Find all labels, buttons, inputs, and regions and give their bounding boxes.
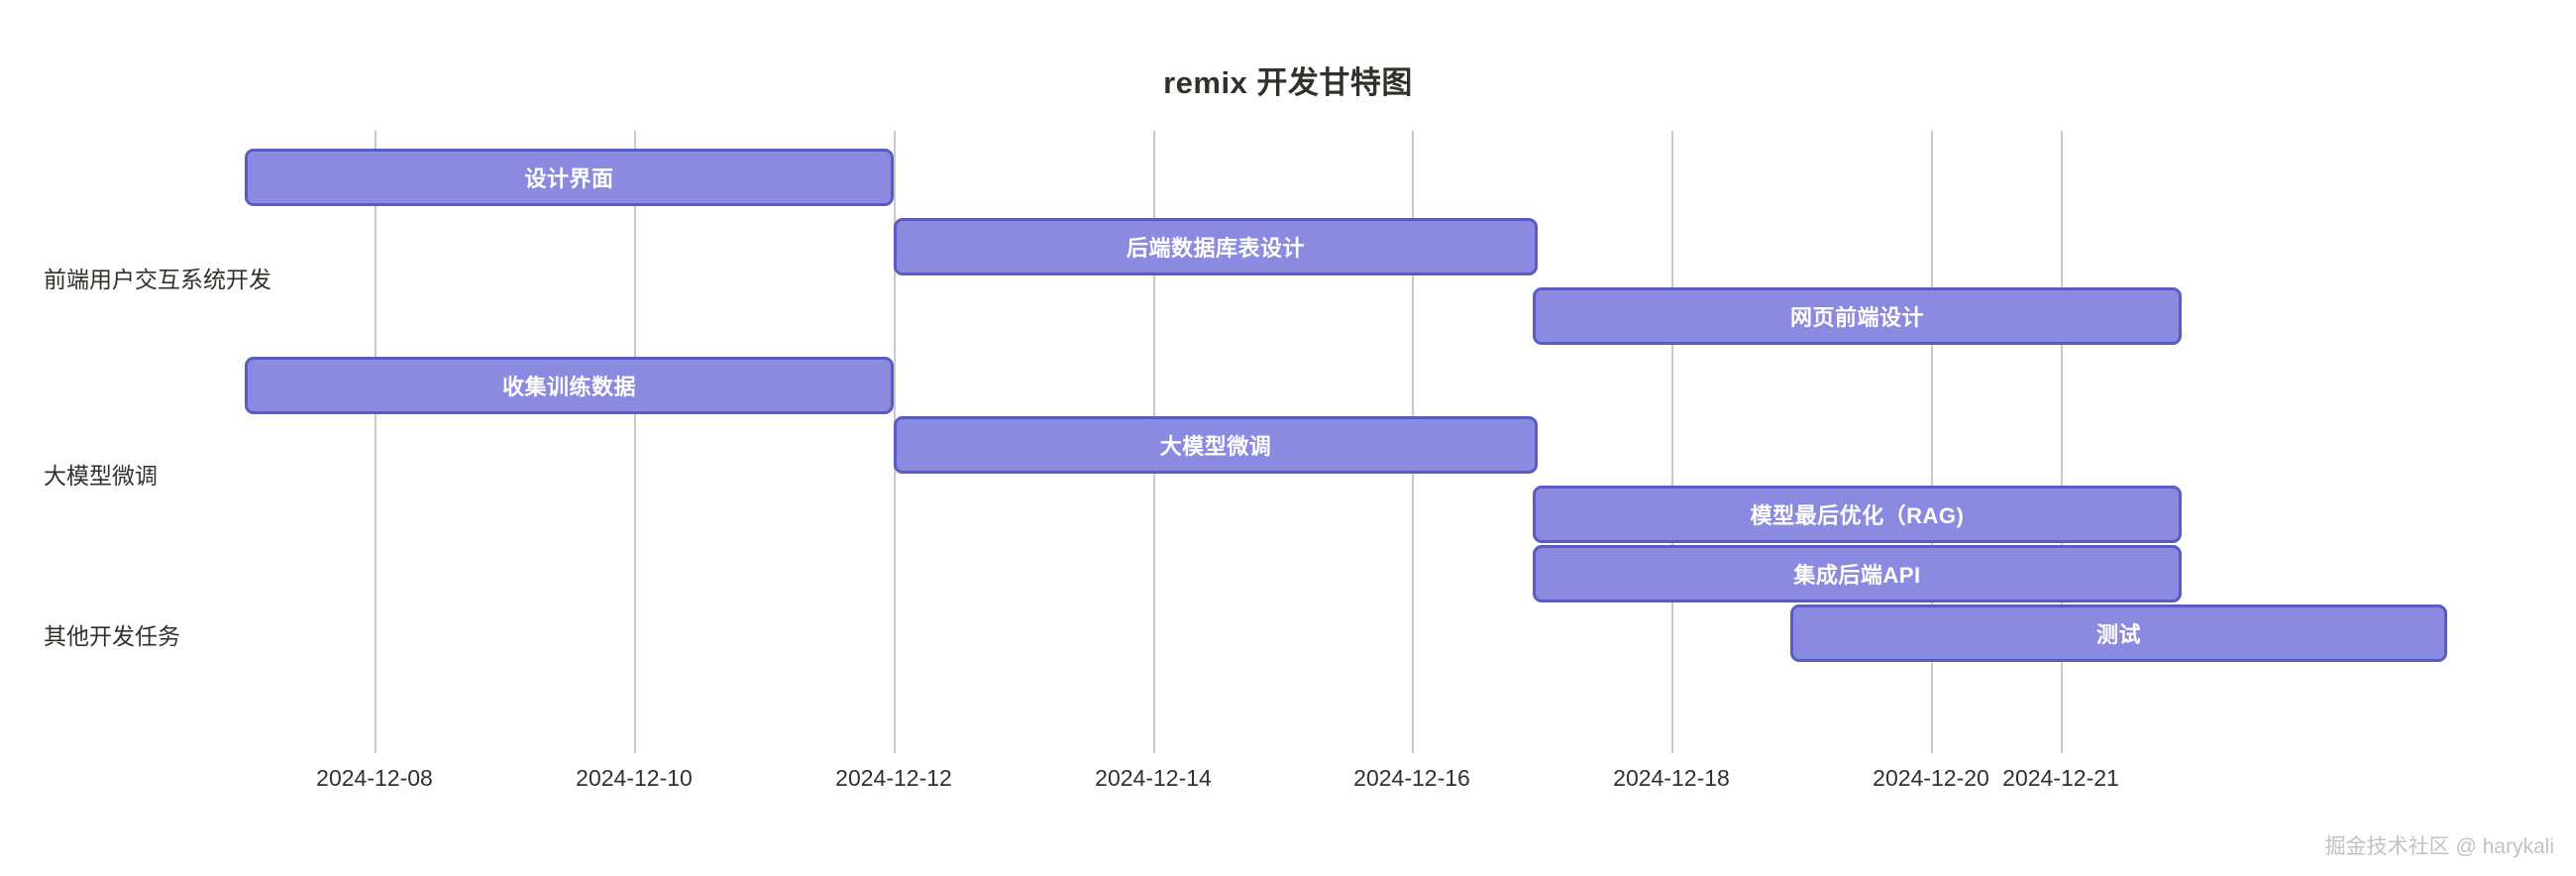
tick-label: 2024-12-10 bbox=[576, 765, 693, 791]
task-bar[interactable]: 网页前端设计 bbox=[1533, 287, 2182, 345]
tick-label: 2024-12-08 bbox=[316, 765, 433, 791]
tick-mark bbox=[634, 743, 636, 753]
tick-label: 2024-12-20 bbox=[1873, 765, 1989, 791]
gridline bbox=[1931, 131, 1933, 743]
tick-label: 2024-12-12 bbox=[835, 765, 952, 791]
task-bar-label: 网页前端设计 bbox=[1789, 305, 1924, 330]
task-bar-label: 收集训练数据 bbox=[501, 375, 636, 399]
task-bar-label: 测试 bbox=[2095, 622, 2141, 647]
task-bar[interactable]: 设计界面 bbox=[245, 149, 894, 206]
task-bar[interactable]: 集成后端API bbox=[1533, 545, 2182, 602]
tick-mark bbox=[375, 743, 376, 753]
task-bar[interactable]: 模型最后优化（RAG) bbox=[1533, 486, 2182, 543]
task-bar-label: 设计界面 bbox=[524, 166, 614, 191]
task-bar[interactable]: 大模型微调 bbox=[894, 416, 1538, 474]
category-label: 前端用户交互系统开发 bbox=[44, 267, 271, 292]
plot-area: 设计界面后端数据库表设计网页前端设计收集训练数据大模型微调模型最后优化（RAG)… bbox=[245, 131, 2447, 743]
tick-label: 2024-12-14 bbox=[1095, 765, 1212, 791]
tick-label: 2024-12-18 bbox=[1613, 765, 1730, 791]
task-bar[interactable]: 收集训练数据 bbox=[245, 357, 894, 414]
watermark: 掘金技术社区 @ harykali bbox=[2324, 835, 2554, 858]
gridline bbox=[375, 131, 376, 743]
tick-mark bbox=[1671, 743, 1673, 753]
task-bar-label: 后端数据库表设计 bbox=[1126, 236, 1305, 261]
gridline bbox=[1671, 131, 1673, 743]
gridline bbox=[634, 131, 636, 743]
tick-label: 2024-12-16 bbox=[1353, 765, 1470, 791]
task-bar[interactable]: 测试 bbox=[1790, 604, 2447, 662]
tick-mark bbox=[1153, 743, 1155, 753]
task-bar[interactable]: 后端数据库表设计 bbox=[894, 218, 1538, 275]
tick-label: 2024-12-21 bbox=[2002, 765, 2119, 791]
task-bar-label: 模型最后优化（RAG) bbox=[1750, 503, 1965, 528]
tick-mark bbox=[894, 743, 896, 753]
tick-mark bbox=[2061, 743, 2063, 753]
task-bar-label: 大模型微调 bbox=[1159, 434, 1272, 459]
tick-mark bbox=[1931, 743, 1933, 753]
page-title: remix 开发甘特图 bbox=[1163, 65, 1413, 100]
task-bar-label: 集成后端API bbox=[1793, 563, 1921, 588]
tick-mark bbox=[1412, 743, 1414, 753]
category-label: 大模型微调 bbox=[44, 463, 158, 489]
category-label: 其他开发任务 bbox=[44, 623, 180, 649]
gridline bbox=[2061, 131, 2063, 743]
